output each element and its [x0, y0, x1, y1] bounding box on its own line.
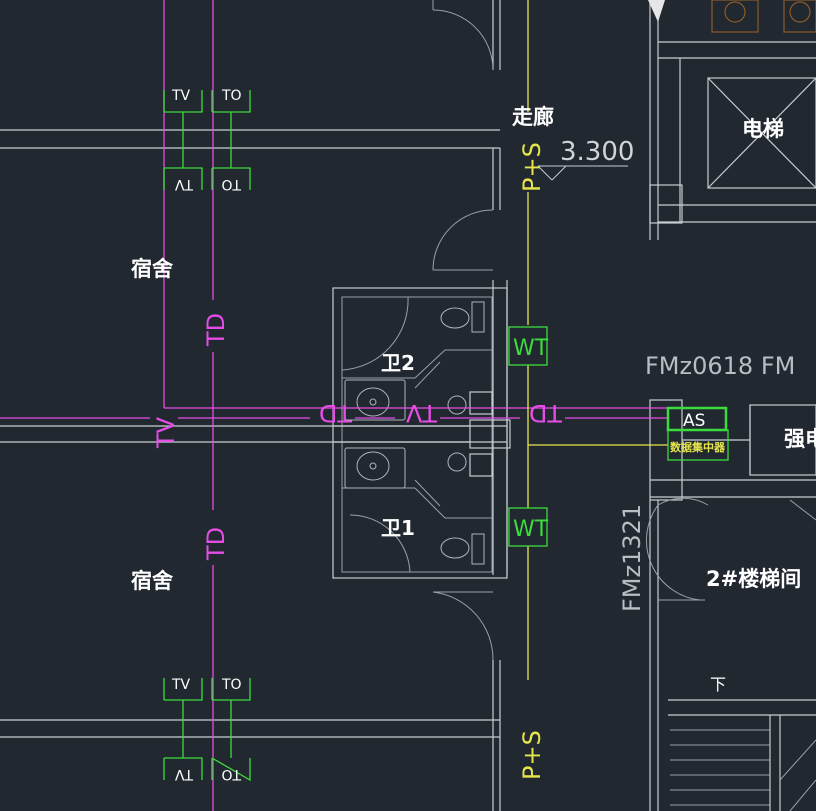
elevation-label: 3.300 — [560, 137, 634, 167]
run-label-tv-horizontal: TV — [405, 399, 438, 427]
door-tag-side: FMz1321 — [618, 504, 646, 612]
outlet-tv-bottom-mirror: TV — [174, 766, 194, 782]
as-label: AS — [683, 411, 705, 431]
room-label-dorm-top: 宿舍 — [131, 257, 174, 281]
fixtures — [344, 301, 485, 565]
weak-current-lines — [0, 0, 668, 811]
outlet-tv-top-mirror: TV — [174, 176, 194, 192]
run-label-td-bottom: TD — [202, 527, 230, 561]
room-label-wc1: 卫1 — [381, 516, 415, 540]
outlet-to-bottom: TO — [221, 677, 242, 693]
room-label-stair: 2#楼梯间 — [706, 567, 801, 591]
run-label-td-horizontal-2: TD — [529, 399, 563, 427]
room-label-corridor: 走廊 — [512, 105, 554, 129]
room-label-dorm-bottom: 宿舍 — [131, 569, 174, 593]
room-label-wc2: 卫2 — [381, 351, 415, 375]
room-label-strong-electric: 强电 — [784, 427, 816, 451]
outlet-group-bottom — [163, 678, 251, 782]
outlet-tv-top: TV — [171, 88, 191, 104]
door-tag-top: FMz0618 FM — [645, 352, 795, 380]
power-signal-line — [527, 0, 668, 680]
elevation-marker — [537, 165, 628, 181]
outlet-group-top — [163, 90, 251, 190]
outlet-to-top: TO — [221, 88, 242, 104]
run-label-ps-bottom: P+S — [518, 730, 546, 780]
outlet-to-top-mirror: TO — [221, 176, 242, 192]
data-collector-box — [667, 429, 729, 461]
room-label-elevator: 电梯 — [742, 117, 784, 141]
fan-device-icon — [648, 0, 816, 33]
wt-box-bottom — [508, 507, 548, 547]
run-label-td-horizontal-1: TD — [319, 399, 353, 427]
run-label-ps-top: P+S — [518, 142, 546, 192]
data-collector-label: 数据集中器 — [670, 440, 726, 454]
run-label-td-top: TD — [202, 313, 230, 347]
wt-label-top: WT — [513, 336, 549, 361]
doors — [341, 0, 709, 661]
stair-down-label: 下 — [710, 675, 726, 694]
wt-label-bottom: WT — [513, 517, 549, 542]
outlet-to-bottom-mirror: TO — [221, 766, 242, 782]
wt-box-top — [508, 326, 548, 366]
outlet-tv-bottom: TV — [171, 677, 191, 693]
run-label-tv-left: TV — [152, 416, 180, 449]
